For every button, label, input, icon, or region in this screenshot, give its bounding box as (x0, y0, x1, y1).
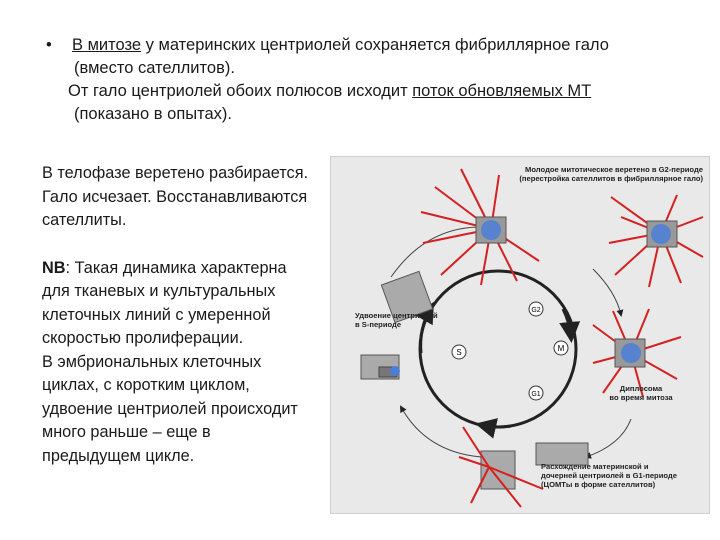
outer-arrow (584, 418, 632, 459)
mitosis-term: В митозе (72, 36, 142, 54)
nb-paragraph: NB: Такая динамика характерна для тканев… (42, 257, 312, 351)
bullet-dot: • (46, 36, 52, 54)
caption-g2: Молодое митотическое веретено в G2-перио… (519, 165, 703, 183)
cycle-arrow (559, 308, 581, 343)
line4: (показано в опытах). (74, 105, 232, 123)
line3: От гало центриолей обоих полюсов исходит… (46, 80, 706, 103)
left-text: В телофазе веретено разбирается. Гало ис… (42, 162, 312, 468)
cycle-arrow (475, 418, 512, 439)
embryonic-text: В эмбриональных клеточных циклах, с коро… (42, 352, 298, 465)
duplicating-centrioles (360, 270, 434, 380)
caption-s-phase: Удвоение центриолей в S-периоде (355, 311, 438, 329)
cycle-diagram: G2 S M G1 (360, 168, 704, 508)
g1-centrioles (458, 426, 589, 508)
cycle-circle (418, 269, 578, 429)
phase-g1-marker: G1 (528, 385, 544, 401)
cell-cycle-figure: G2 S M G1 (330, 156, 710, 514)
svg-text:M: M (558, 344, 565, 353)
spindle-pole-top-left (420, 168, 540, 286)
outer-arrow (390, 223, 483, 278)
svg-text:G1: G1 (531, 391, 540, 398)
phase-s-marker: S (451, 344, 467, 360)
mt-flow-term: поток обновляемых МТ (412, 82, 592, 100)
spindle-pole-top-right (608, 194, 704, 288)
nb-label: NB (42, 258, 66, 277)
phase-g2-marker: G2 (528, 301, 544, 317)
outer-arrow (592, 268, 624, 317)
diplosome-pole (592, 308, 682, 398)
nb-text: : Такая динамика характерна для тканевых… (42, 258, 287, 348)
phase-m-marker: M (553, 340, 569, 356)
caption-diplosome: Диплосома во время митоза (609, 384, 673, 402)
outer-arrow (400, 405, 482, 458)
caption-g1: Расхождение материнской и дочерней центр… (541, 462, 677, 489)
svg-text:G2: G2 (531, 307, 540, 314)
svg-text:S: S (456, 348, 461, 357)
line3-pre: От гало центриолей обоих полюсов исходит (68, 82, 413, 100)
line2: (вместо сателлитов). (74, 59, 235, 77)
telophase-text: В телофазе веретено разбирается. Гало ис… (42, 164, 309, 229)
bullet-item: • В митозе у материнских центриолей сохра… (46, 34, 706, 57)
top-text: • В митозе у материнских центриолей сохра… (46, 34, 706, 126)
line1-rest: у материнских центриолей сохраняется фиб… (141, 36, 609, 54)
